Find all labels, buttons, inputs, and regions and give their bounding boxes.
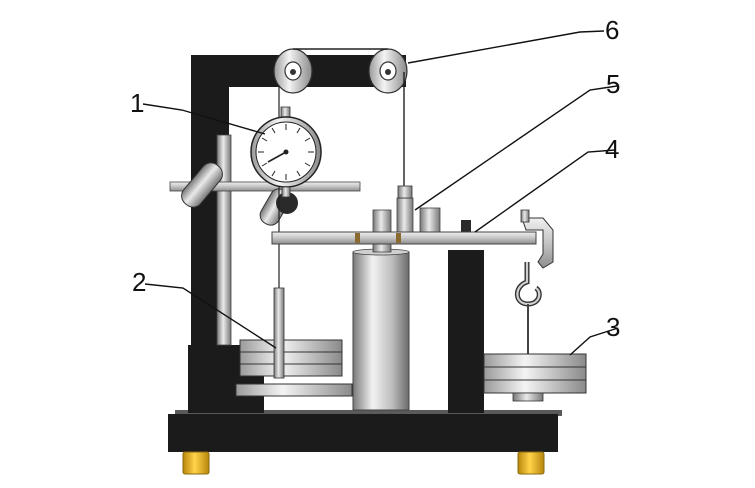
lever-beam bbox=[271, 231, 537, 245]
callout-5: 5 bbox=[606, 69, 620, 99]
base-platform bbox=[168, 410, 562, 452]
base-feet bbox=[182, 451, 545, 475]
callout-leaders bbox=[142, 30, 619, 356]
right-post bbox=[448, 220, 484, 413]
callout-1: 1 bbox=[130, 88, 144, 118]
callout-4: 4 bbox=[605, 134, 619, 164]
weight-stack-right bbox=[483, 353, 587, 402]
weight-stack-left bbox=[235, 287, 353, 397]
dial-gauge bbox=[250, 106, 322, 198]
callout-3: 3 bbox=[606, 312, 620, 342]
clamp-stand bbox=[169, 134, 361, 346]
callout-2: 2 bbox=[132, 267, 146, 297]
callout-6: 6 bbox=[605, 15, 619, 45]
pulley-right bbox=[368, 48, 408, 94]
center-cylinder bbox=[352, 248, 410, 411]
pulley-left bbox=[273, 48, 313, 94]
